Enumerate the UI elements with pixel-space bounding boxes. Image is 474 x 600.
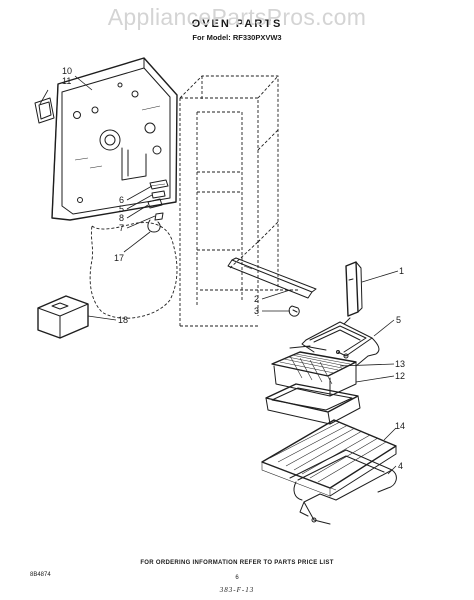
callout-7: 7 [119, 223, 125, 233]
oven-cabinet-frame [179, 75, 300, 327]
part-code: 8B4874 [30, 572, 51, 578]
broiler-pan [265, 383, 361, 425]
ordering-note: FOR ORDERING INFORMATION REFER TO PARTS … [140, 560, 334, 566]
element-clip [288, 305, 300, 317]
bake-element [289, 449, 397, 525]
callout-12: 12 [395, 371, 406, 381]
element-terminal-parts [147, 179, 169, 233]
model-line: For Model: RF330PXVW3 [192, 33, 282, 42]
callout-14: 14 [395, 421, 406, 431]
page-number: 6 [235, 575, 239, 581]
parts-box [37, 295, 89, 339]
watermark: AppliancePartsPros.com [107, 4, 367, 30]
element-support-bar [227, 257, 317, 299]
callout-8: 8 [119, 213, 125, 223]
broil-element [301, 317, 380, 367]
callout-11: 11 [62, 76, 72, 86]
diagram-title: OVEN PARTS [191, 18, 283, 30]
callout-13: 13 [395, 359, 406, 369]
callout-5-top: 5 [119, 204, 125, 214]
callout-17: 17 [114, 253, 125, 263]
broiler-grid-rack [271, 345, 357, 397]
leader-lines [39, 75, 399, 475]
panel-gasket [34, 97, 55, 124]
callout-1: 1 [399, 266, 405, 276]
callout-5: 5 [396, 315, 402, 325]
oven-back-panel [51, 57, 178, 221]
callout-6: 6 [119, 195, 125, 205]
callout-4: 4 [398, 461, 404, 471]
element-bracket [345, 261, 363, 317]
callout-3: 3 [254, 306, 260, 316]
callout-2: 2 [254, 294, 260, 304]
handwritten-note: 383-F-13 [219, 586, 255, 594]
callout-18: 18 [118, 315, 129, 325]
callout-10: 10 [62, 66, 73, 76]
oven-insulation [89, 222, 178, 319]
